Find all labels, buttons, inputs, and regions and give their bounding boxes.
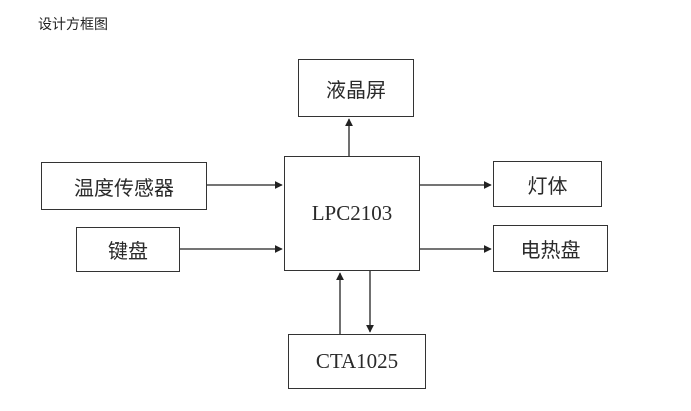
block-temp-sensor: 温度传感器	[41, 162, 207, 210]
block-lcd-label: 液晶屏	[326, 77, 386, 102]
diagram-caption: 设计方框图	[38, 17, 108, 33]
block-temp-sensor-label: 温度传感器	[74, 175, 174, 200]
block-mcu-label: LPC2103	[311, 201, 393, 225]
block-heater-label: 电热盘	[520, 238, 581, 262]
block-cta-label: CTA1025	[315, 349, 399, 373]
block-lamp-label: 灯体	[527, 173, 568, 198]
block-lamp: 灯体	[493, 161, 602, 207]
block-lcd: 液晶屏	[298, 59, 414, 117]
block-cta: CTA1025	[288, 334, 426, 389]
block-keyboard: 键盘	[76, 227, 180, 272]
block-mcu: LPC2103	[284, 156, 420, 271]
block-keyboard-label: 键盘	[108, 239, 148, 263]
block-heater: 电热盘	[493, 225, 608, 272]
